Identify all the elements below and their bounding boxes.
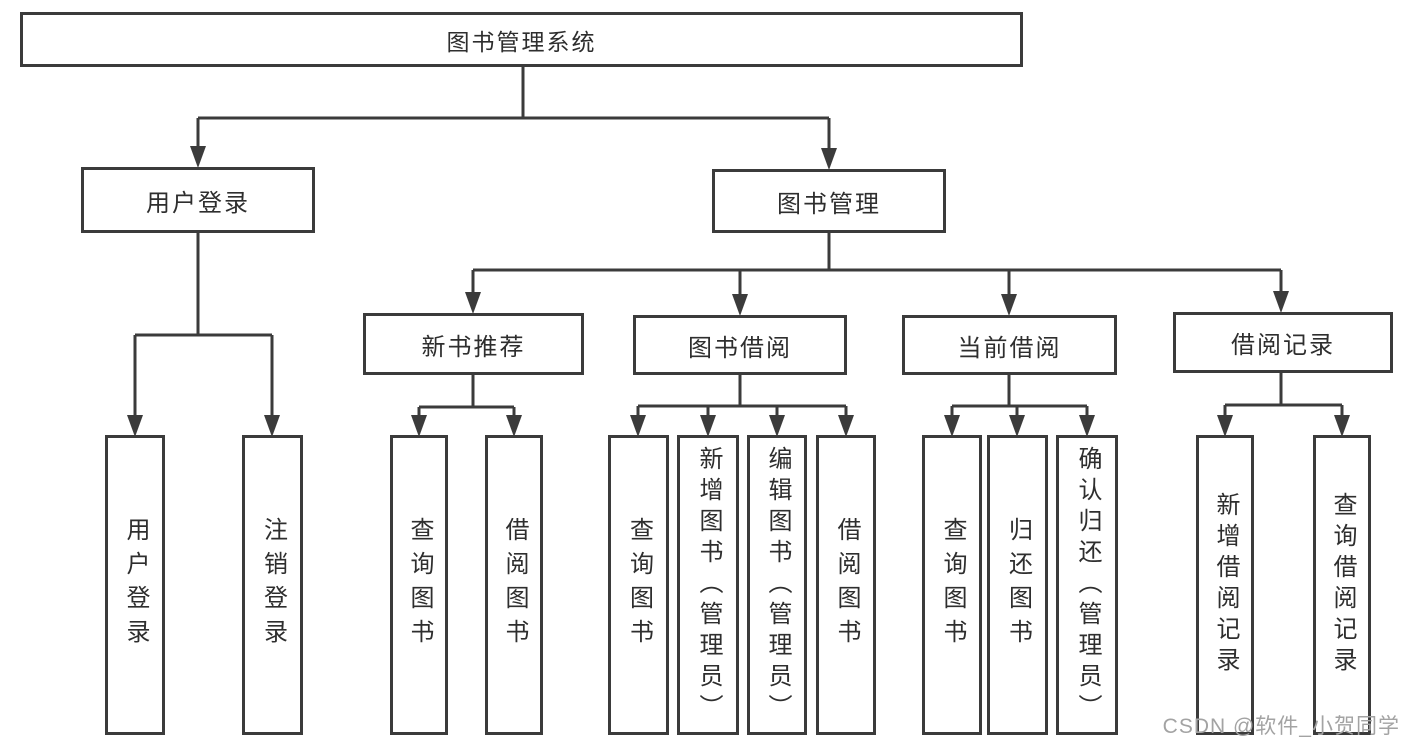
leaf-label: 借阅图书 xyxy=(501,517,528,653)
leaf-label: 查询图书 xyxy=(939,517,966,653)
node-new-book-recommendation: 新书推荐 xyxy=(363,313,584,375)
leaf-label: 用户登录 xyxy=(122,517,149,653)
node-leaf-query-books-borrowing: 查询图书 xyxy=(608,435,669,735)
node-leaf-query-books-recommend: 查询图书 xyxy=(390,435,448,735)
leaf-label: 注销登录 xyxy=(259,517,287,653)
leaf-label: 查询借阅记录 xyxy=(1329,492,1356,678)
leaf-label: 新增图书（管理员） xyxy=(695,445,722,725)
leaf-label: 确认归还（管理员） xyxy=(1074,445,1101,725)
node-user-login: 用户登录 xyxy=(81,167,315,233)
leaf-label: 编辑图书（管理员） xyxy=(764,445,791,725)
node-leaf-confirm-return-admin: 确认归还（管理员） xyxy=(1056,435,1118,735)
node-leaf-borrow-books-borrowing: 借阅图书 xyxy=(816,435,876,735)
leaf-label: 新增借阅记录 xyxy=(1212,492,1239,678)
node-library-management-system: 图书管理系统 xyxy=(20,12,1023,67)
node-book-management: 图书管理 xyxy=(712,169,946,233)
leaf-label: 借阅图书 xyxy=(833,517,860,653)
node-leaf-edit-books-admin: 编辑图书（管理员） xyxy=(747,435,807,735)
leaf-label: 查询图书 xyxy=(406,517,433,653)
node-leaf-user-login: 用户登录 xyxy=(105,435,165,735)
node-leaf-query-borrow-record: 查询借阅记录 xyxy=(1313,435,1371,735)
csdn-watermark: CSDN @软件_小贺同学 xyxy=(1162,715,1400,738)
node-leaf-add-borrow-record: 新增借阅记录 xyxy=(1196,435,1254,735)
node-borrowing-records: 借阅记录 xyxy=(1173,312,1393,373)
leaf-label: 归还图书 xyxy=(1004,517,1032,653)
node-leaf-borrow-books-recommend: 借阅图书 xyxy=(485,435,543,735)
node-leaf-add-books-admin: 新增图书（管理员） xyxy=(677,435,739,735)
node-leaf-return-books: 归还图书 xyxy=(987,435,1048,735)
node-leaf-query-books-current: 查询图书 xyxy=(922,435,982,735)
leaf-label: 查询图书 xyxy=(625,517,653,653)
node-leaf-logout: 注销登录 xyxy=(242,435,303,735)
node-book-borrowing: 图书借阅 xyxy=(633,315,847,375)
node-current-borrowing: 当前借阅 xyxy=(902,315,1117,375)
